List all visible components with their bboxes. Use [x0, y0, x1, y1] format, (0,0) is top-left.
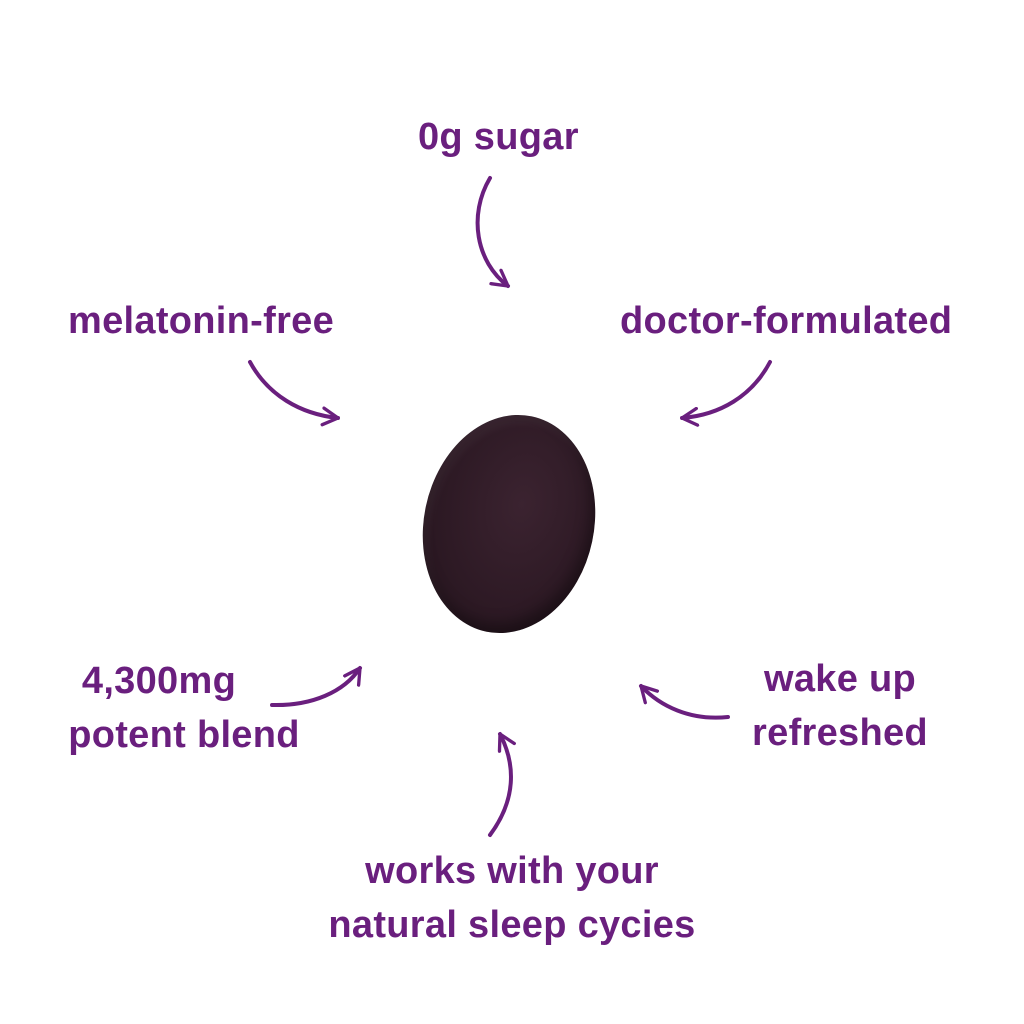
label-potent-blend-line2: potent blend	[68, 714, 300, 756]
label-sleep-line2: natural sleep cycies	[328, 904, 696, 946]
label-melatonin-free: melatonin-free	[68, 300, 335, 342]
label-wake-line2: refreshed	[752, 712, 928, 754]
label-wake-line1: wake up	[763, 658, 917, 700]
arrow-bottom-left-icon	[270, 666, 362, 708]
arrow-right-icon	[680, 360, 772, 427]
arrow-bottom-right-icon	[639, 684, 730, 720]
arrow-top-icon	[475, 176, 510, 288]
label-doctor-formulated: doctor-formulated	[620, 300, 953, 342]
label-sugar: 0g sugar	[418, 116, 579, 158]
arrow-bottom-icon	[488, 732, 516, 837]
label-potent-blend-line1: 4,300mg	[81, 660, 237, 702]
label-potent-blend: 4,300mg potent blend	[52, 654, 316, 762]
label-sleep-line1: works with your	[365, 850, 659, 892]
arrow-left-icon	[248, 360, 340, 427]
label-sleep-cycles: works with your natural sleep cycies	[300, 844, 724, 952]
label-wake-up-refreshed: wake up refreshed	[742, 652, 938, 760]
